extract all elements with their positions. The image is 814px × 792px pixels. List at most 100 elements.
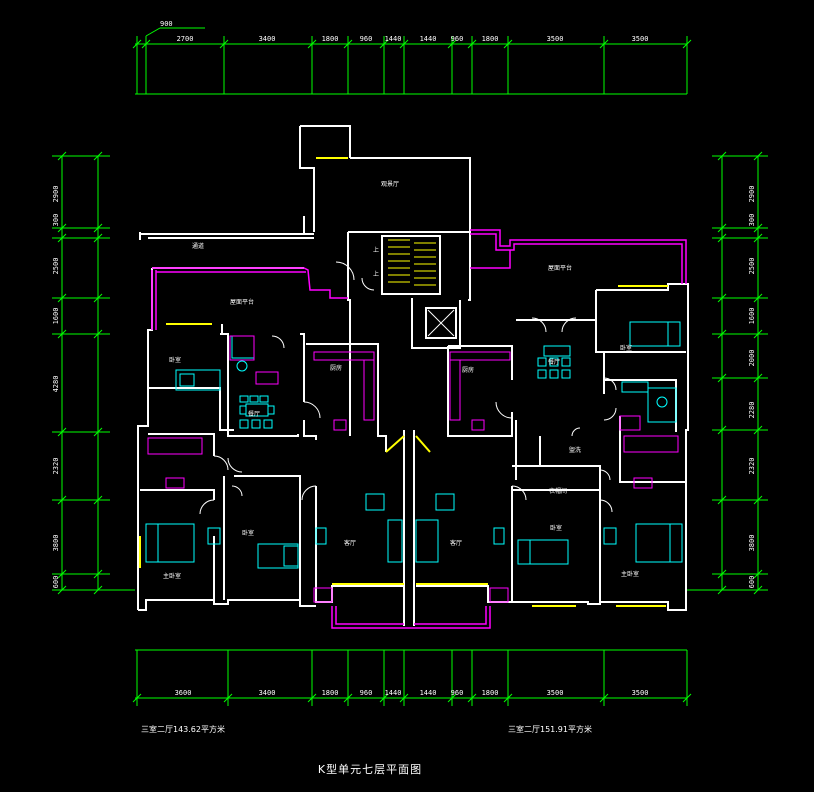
door-swings [199, 261, 617, 515]
room-label-lounge: 观景厅 [381, 181, 399, 188]
drawing-title: K型单元七层平面图 [318, 762, 422, 776]
dimension-tick [753, 373, 763, 383]
dimension-tick [132, 39, 142, 49]
bottom-dim: 1440 [385, 689, 402, 697]
right-dim: 2320 [748, 458, 756, 475]
dimension-tick [753, 293, 763, 303]
dimension-tick [343, 39, 353, 49]
dimension-tick [717, 233, 727, 243]
room-label-kitchen-right: 厨房 [462, 366, 474, 374]
top-dim: 1440 [385, 35, 402, 43]
dimension-tick [343, 693, 353, 703]
bottom-dim: 960 [360, 689, 373, 697]
dimension-tick [717, 495, 727, 505]
bottom-dim: 3400 [259, 689, 276, 697]
dimension-tick [57, 427, 67, 437]
right-dim: 2280 [748, 402, 756, 419]
dimension-tick [57, 293, 67, 303]
dimension-tick [753, 329, 763, 339]
left-dim: 4280 [52, 376, 60, 393]
top-dim: 3500 [632, 35, 649, 43]
dimension-tick [753, 223, 763, 233]
dimension-tick [717, 585, 727, 595]
top-dim: 960 [451, 35, 464, 43]
top-dim: 3400 [259, 35, 276, 43]
dimension-tick [57, 495, 67, 505]
dimension-tick [753, 569, 763, 579]
room-label-bedroom-left-upper: 卧室 [169, 356, 181, 364]
dimension-tick [399, 39, 409, 49]
room-label-kitchen-left: 厨房 [330, 364, 342, 372]
top-offset-dim: 900 [160, 20, 173, 28]
stair-treads [388, 239, 436, 286]
dimension-tick [447, 693, 457, 703]
room-label-bedroom-right-upper: 卧室 [620, 344, 632, 352]
dimension-tick [132, 693, 142, 703]
dimension-tick [379, 693, 389, 703]
room-label-living-left: 客厅 [344, 539, 356, 547]
dimension-tick [599, 693, 609, 703]
dimension-tick [753, 425, 763, 435]
right-dimension-labels: 2900 300 2500 1600 2000 2280 2320 3800 6… [748, 186, 756, 589]
dimension-tick [93, 329, 103, 339]
dimension-tick [57, 151, 67, 161]
dimension-tick [599, 39, 609, 49]
top-dim: 3500 [547, 35, 564, 43]
dimension-tick [717, 223, 727, 233]
room-label-corridor: 通道 [192, 242, 204, 250]
right-dim: 600 [748, 576, 756, 589]
dimension-tick [717, 373, 727, 383]
stair-up-label: 上 [373, 246, 379, 254]
left-dimension-labels: 2900 300 2500 1600 4280 2320 3800 600 [52, 186, 60, 589]
room-label-bedroom-left-lower: 卧室 [242, 529, 254, 537]
dimension-tick [753, 233, 763, 243]
dimension-tick [753, 495, 763, 505]
furniture [145, 321, 683, 569]
dimension-tick [717, 329, 727, 339]
room-label-dining-left: 餐厅 [248, 410, 260, 418]
right-dim: 2900 [748, 186, 756, 203]
stair-up-label: 上 [373, 270, 379, 278]
top-dim: 960 [360, 35, 373, 43]
dimension-tick [503, 693, 513, 703]
dimension-tick [717, 425, 727, 435]
room-labels: 观景厅 通道 屋面平台 屋面平台 上 上 卧室 餐厅 厨房 主卧室 卧室 客厅 … [163, 181, 639, 580]
top-dimension-labels: 900 2700 3400 1800 960 1440 1440 960 180… [160, 20, 648, 43]
dimension-tick [93, 151, 103, 161]
bottom-dim: 1800 [322, 689, 339, 697]
dimension-tick [399, 693, 409, 703]
room-label-bedroom-right-lower: 卧室 [550, 524, 562, 532]
dimension-tick [717, 293, 727, 303]
top-dim: 2700 [177, 35, 194, 43]
dimension-tick [57, 233, 67, 243]
top-dim: 1800 [322, 35, 339, 43]
dimension-tick [717, 151, 727, 161]
bottom-dimension-labels: 3600 3400 1800 960 1440 1440 960 1800 35… [175, 689, 649, 697]
dimension-tick [717, 569, 727, 579]
bottom-dim: 960 [451, 689, 464, 697]
room-label-storage-right: 衣帽间 [549, 487, 567, 495]
dimension-tick [93, 223, 103, 233]
dimension-tick [93, 495, 103, 505]
bottom-dim: 1440 [420, 689, 437, 697]
right-dim: 2500 [748, 258, 756, 275]
left-dim: 2320 [52, 458, 60, 475]
top-dim: 1440 [420, 35, 437, 43]
left-dim: 3800 [52, 535, 60, 552]
dimension-tick [141, 39, 151, 49]
dimension-tick [307, 693, 317, 703]
left-dim: 2900 [52, 186, 60, 203]
top-dim: 1800 [482, 35, 499, 43]
left-dim: 300 [52, 214, 60, 227]
dimension-tick [223, 693, 233, 703]
dimension-tick [682, 693, 692, 703]
dimension-tick [467, 693, 477, 703]
dimension-tick [379, 39, 389, 49]
fixtures [147, 335, 679, 603]
room-label-master-bedroom-right: 主卧室 [621, 570, 639, 578]
dimension-tick [753, 151, 763, 161]
dimension-tick [57, 223, 67, 233]
dimension-tick [682, 39, 692, 49]
dimension-tick [467, 39, 477, 49]
